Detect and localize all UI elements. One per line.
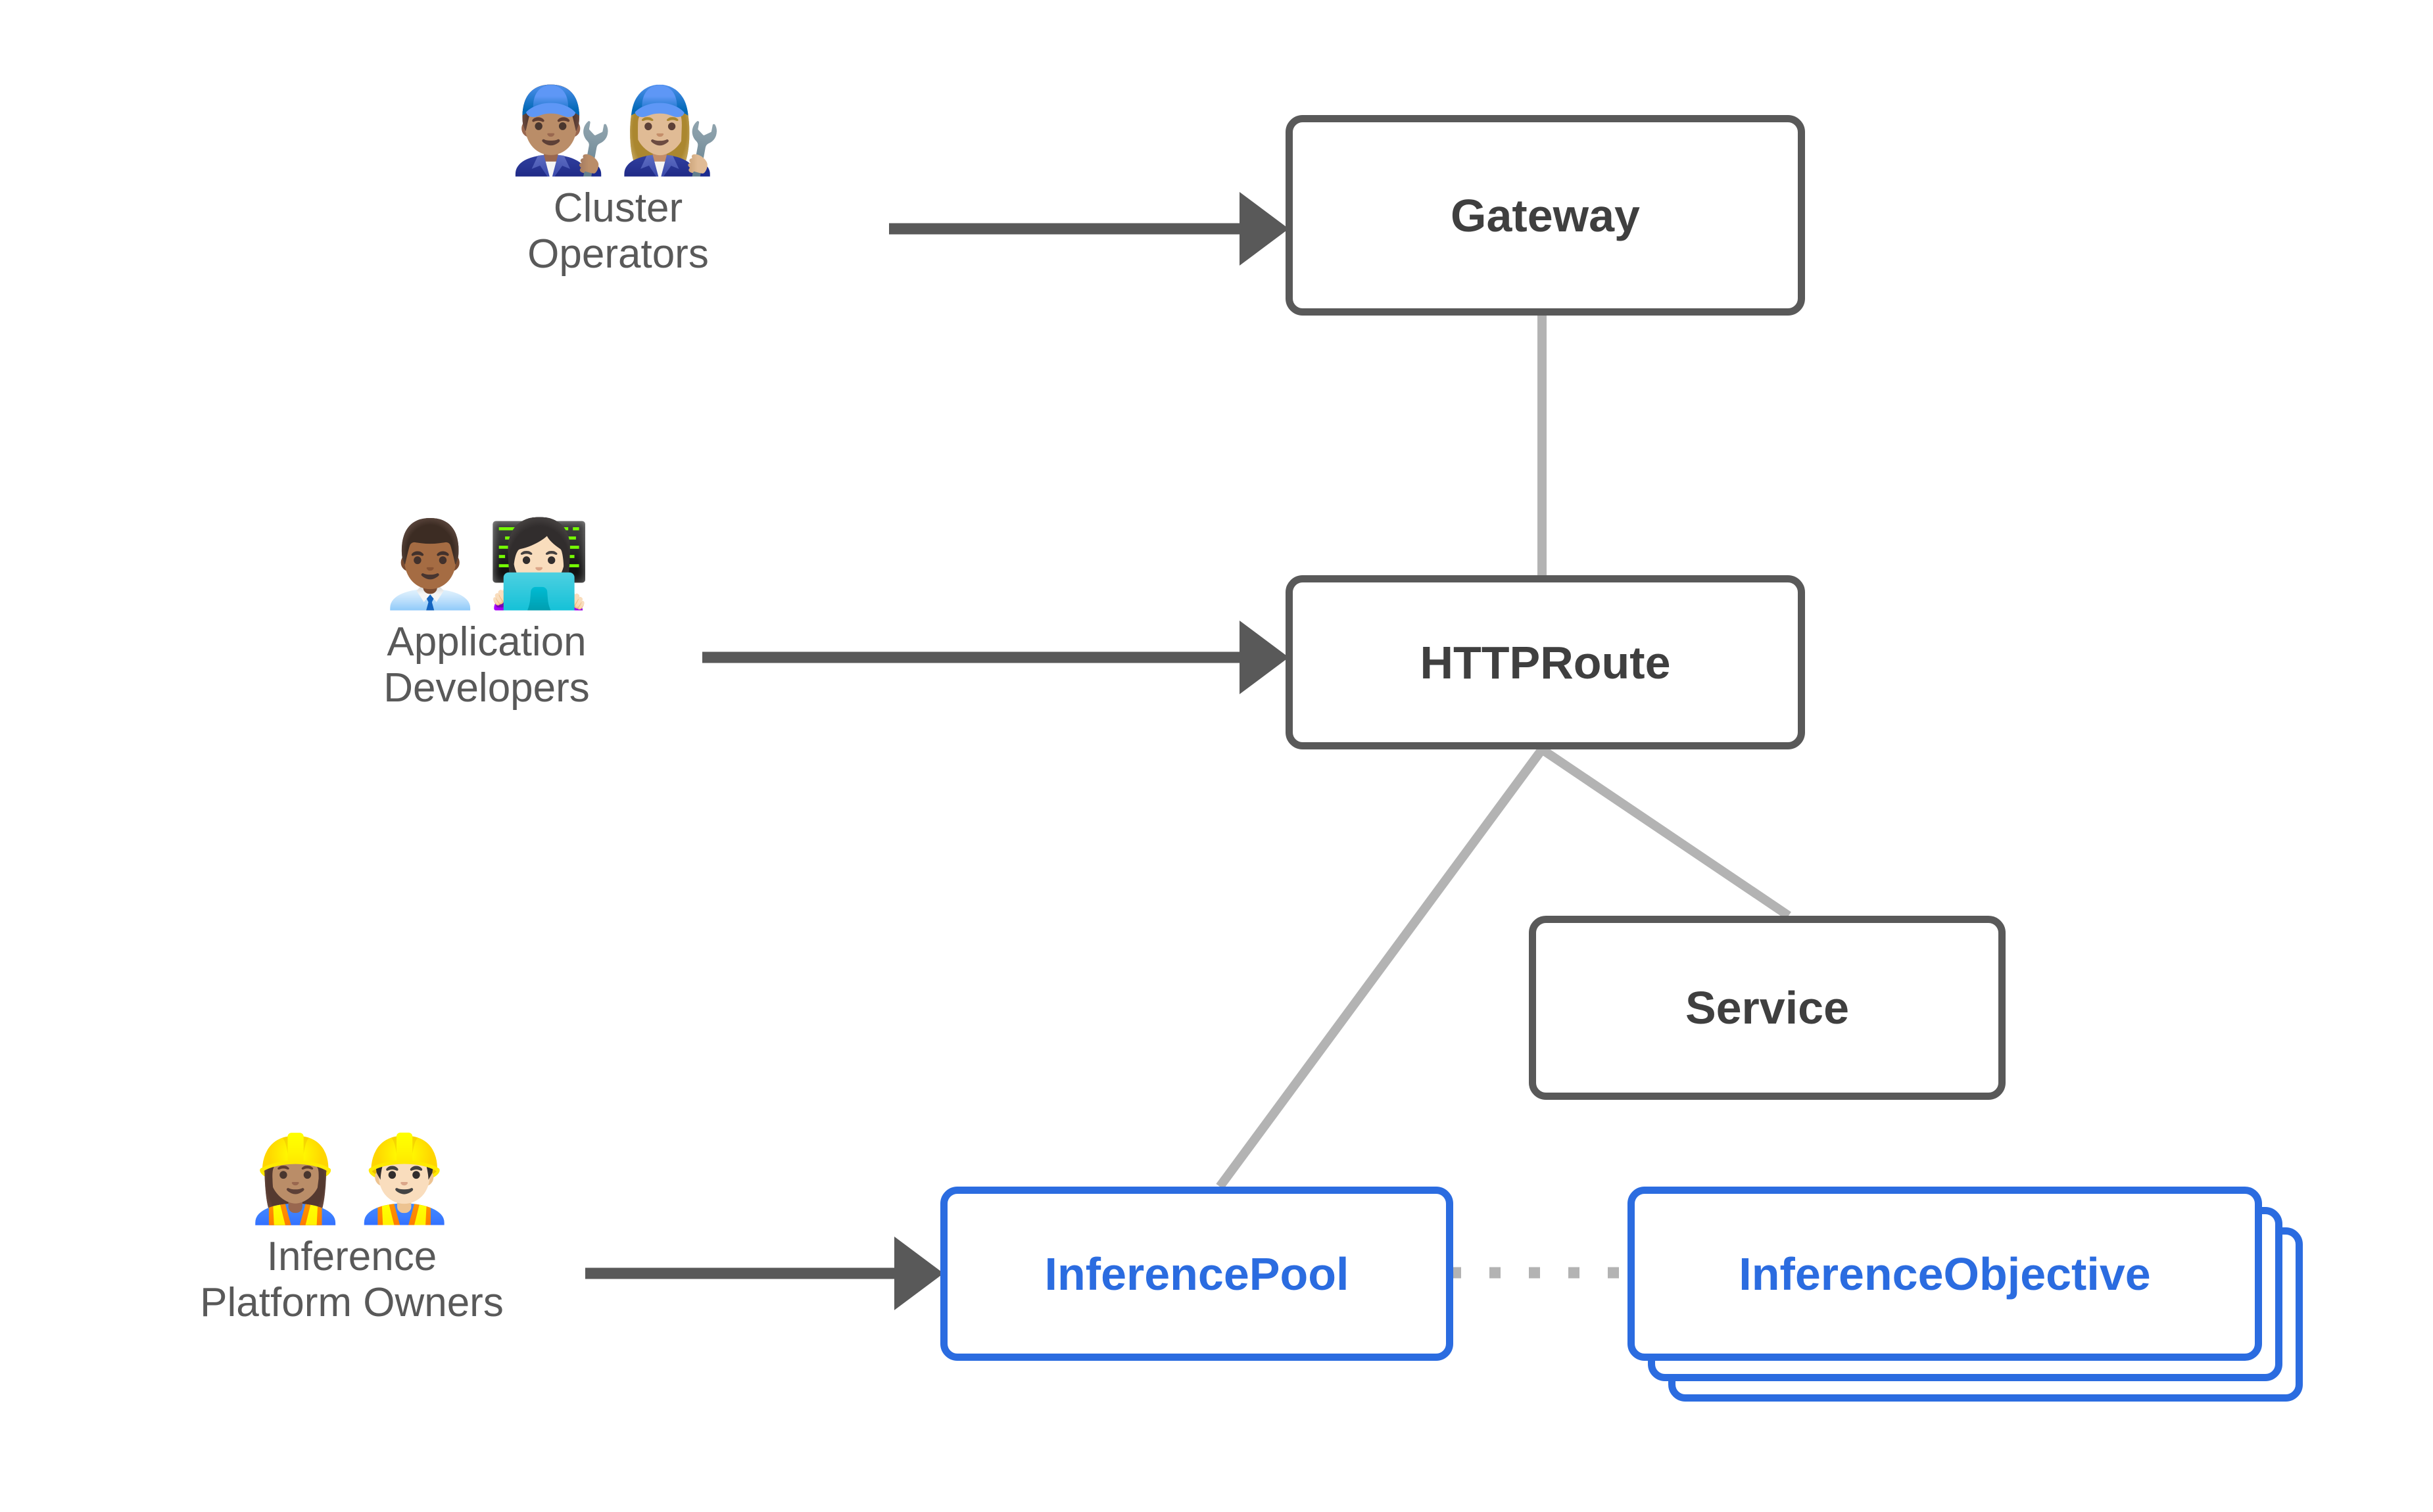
node-httproute-label: HTTPRoute [1420,636,1671,688]
node-httproute[interactable]: HTTPRoute [1286,575,1805,749]
actor-application-developers: 👨🏾‍💼👩🏻‍💻 Application Developers [283,519,690,711]
actor-cluster-operators: 👨🏽‍🔧👩🏼‍🔧 Cluster Operators [434,85,802,277]
connector-httproute-service [1539,745,1791,920]
application-developers-label: Application Developers [383,619,590,711]
inference-platform-owners-emoji: 👷🏽‍♀️👷🏻‍♂️ [243,1130,461,1228]
node-inferenceobjective-label: InferenceObjective [1739,1248,2151,1300]
arrow-application-developers-to-httproute [702,621,1289,694]
node-service[interactable]: Service [1529,916,2006,1100]
node-inferenceobjective[interactable]: InferenceObjective [1627,1187,2262,1361]
node-gateway[interactable]: Gateway [1286,115,1805,316]
node-gateway-label: Gateway [1451,189,1640,241]
node-inferencepool-label: InferencePool [1044,1248,1349,1300]
arrow-cluster-operators-to-gateway [889,192,1289,266]
arrow-inference-platform-owners-to-inferencepool [585,1237,944,1310]
node-inferenceobjective-stack[interactable]: InferenceObjective [1627,1187,2303,1410]
cluster-operators-emoji: 👨🏽‍🔧👩🏼‍🔧 [509,82,727,179]
node-service-label: Service [1685,982,1850,1033]
actor-inference-platform-owners: 👷🏽‍♀️👷🏻‍♂️ Inference Platform Owners [125,1130,579,1325]
node-inferencepool[interactable]: InferencePool [940,1187,1453,1361]
inference-platform-owners-label: Inference Platform Owners [200,1234,504,1325]
cluster-operators-label: Cluster Operators [527,185,709,277]
application-developers-emoji: 👨🏾‍💼👩🏻‍💻 [377,515,596,613]
connector-httproute-inferencepool [1216,746,1546,1190]
